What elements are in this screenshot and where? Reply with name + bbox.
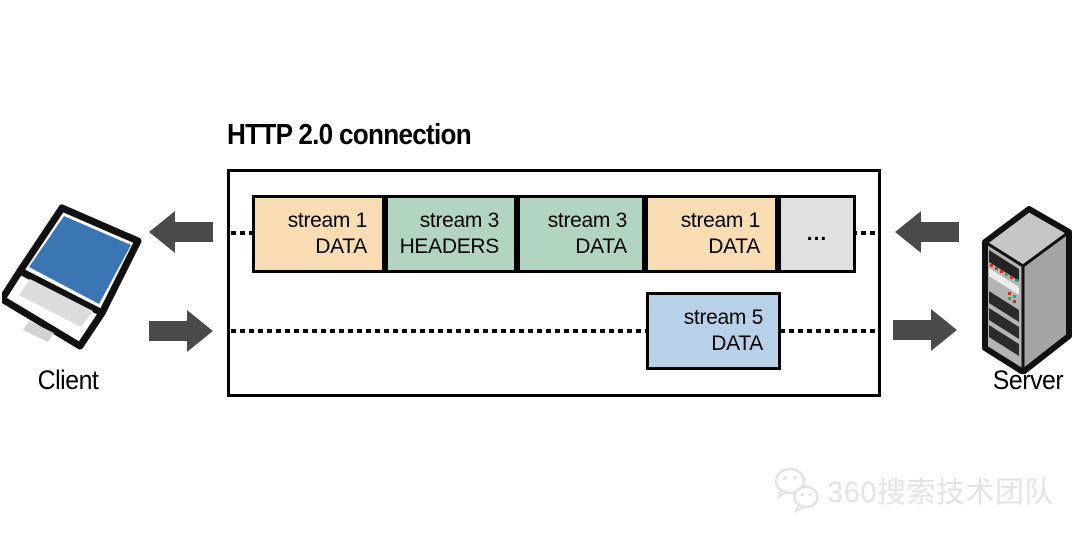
frame-stream3-headers: stream 3 HEADERS bbox=[385, 195, 517, 273]
client-label: Client bbox=[37, 365, 99, 395]
watermark: 360搜索技术团队 bbox=[773, 466, 1054, 514]
frame-stream-label: stream 1 bbox=[680, 209, 761, 233]
arrow-right-from-client-icon bbox=[149, 310, 213, 352]
frame-type-label: DATA bbox=[315, 235, 367, 258]
laptop-icon bbox=[2, 204, 142, 350]
frame-type-label: DATA bbox=[575, 235, 627, 258]
arrow-right-to-server-icon bbox=[893, 309, 957, 351]
wechat-icon bbox=[774, 467, 819, 514]
arrow-left-from-server-icon bbox=[895, 211, 959, 253]
frame-row-top: stream 1 DATA stream 3 HEADERS stream 3 … bbox=[252, 195, 856, 273]
frame-stream3-data: stream 3 DATA bbox=[517, 195, 645, 273]
stream-flow-line-bottom bbox=[231, 329, 879, 333]
frame-ellipsis: ... bbox=[778, 195, 856, 273]
frame-stream-label: stream 3 bbox=[547, 209, 628, 233]
server-leds bbox=[990, 264, 1018, 282]
frame-stream-label: stream 5 bbox=[683, 306, 764, 330]
server-icon bbox=[982, 206, 1072, 374]
frame-stream1-data: stream 1 DATA bbox=[252, 195, 385, 273]
diagram-title: HTTP 2.0 connection bbox=[227, 119, 472, 151]
arrow-left-to-client-icon bbox=[149, 211, 213, 253]
server-led-cluster bbox=[1008, 292, 1016, 303]
frame-stream1-data-2: stream 1 DATA bbox=[645, 195, 778, 273]
frame-stream5-data: stream 5 DATA bbox=[646, 292, 781, 370]
server-label: Server bbox=[992, 365, 1064, 395]
frame-stream-label: stream 3 bbox=[419, 209, 500, 233]
watermark-text: 360搜索技术团队 bbox=[827, 477, 1054, 509]
frame-type-label: HEADERS bbox=[399, 235, 500, 258]
frame-type-label: DATA bbox=[708, 235, 760, 258]
frame-stream-label: stream 1 bbox=[287, 209, 368, 233]
frame-type-label: DATA bbox=[711, 332, 763, 355]
ellipsis-label: ... bbox=[806, 222, 828, 246]
